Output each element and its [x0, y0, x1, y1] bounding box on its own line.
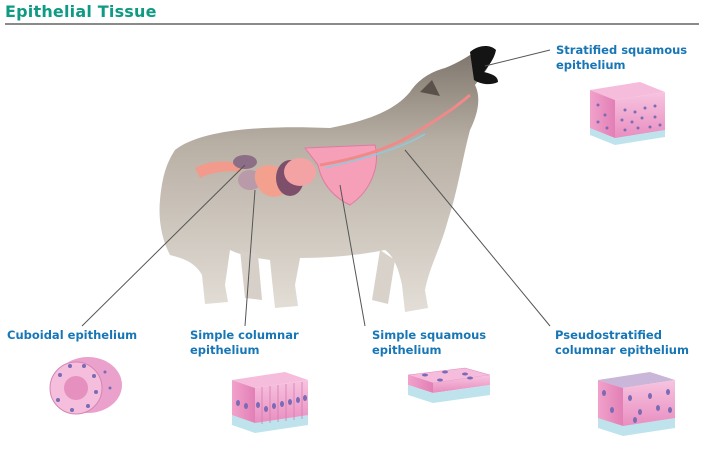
organ-trachea: [319, 93, 471, 167]
simple-squamous-tissue-illustration: [407, 367, 491, 403]
label-pseudostratified-line1: Pseudostratified: [555, 328, 662, 342]
wolf-ear: [420, 80, 440, 96]
page-title: Epithelial Tissue: [5, 2, 157, 21]
label-simple-columnar-line1: Simple columnar: [190, 328, 299, 342]
leader-line-simple-squamous: [339, 184, 366, 327]
wolf-leg: [372, 250, 395, 304]
leader-line-cuboidal: [81, 164, 246, 327]
leader-line-simple-columnar: [244, 189, 256, 327]
leader-line-stratified: [484, 49, 551, 67]
leader-lines: [81, 49, 551, 327]
organ-rectum: [195, 161, 245, 178]
wolf-leg: [240, 250, 262, 300]
wolf-illustration: [159, 46, 498, 312]
label-simple-columnar: Simple columnar epithelium: [190, 328, 299, 358]
stratified-squamous-tissue-illustration: [590, 82, 665, 145]
label-stratified-squamous-line2: epithelium: [556, 58, 626, 72]
label-simple-squamous: Simple squamous epithelium: [372, 328, 486, 358]
label-simple-squamous-line1: Simple squamous: [372, 328, 487, 342]
organ-stomach: [284, 158, 316, 186]
wolf-mouth: [470, 46, 498, 85]
organ-kidney: [233, 155, 257, 169]
label-simple-columnar-line2: epithelium: [190, 343, 260, 357]
pseudostratified-columnar-tissue-illustration: [598, 372, 675, 436]
label-stratified-squamous: Stratified squamous epithelium: [556, 43, 687, 73]
label-simple-squamous-line2: epithelium: [372, 343, 442, 357]
organ-vessel: [324, 133, 426, 169]
label-pseudostratified-line2: columnar epithelium: [555, 343, 689, 357]
title-divider: [5, 23, 699, 25]
label-cuboidal-line1: Cuboidal epithelium: [7, 328, 138, 342]
label-cuboidal: Cuboidal epithelium: [7, 328, 137, 343]
cuboidal-tissue-illustration: [49, 357, 122, 415]
leader-line-pseudostratified: [404, 149, 551, 327]
simple-columnar-tissue-illustration: [232, 372, 308, 433]
label-pseudostratified: Pseudostratified columnar epithelium: [555, 328, 689, 358]
label-stratified-squamous-line1: Stratified squamous: [556, 43, 688, 57]
